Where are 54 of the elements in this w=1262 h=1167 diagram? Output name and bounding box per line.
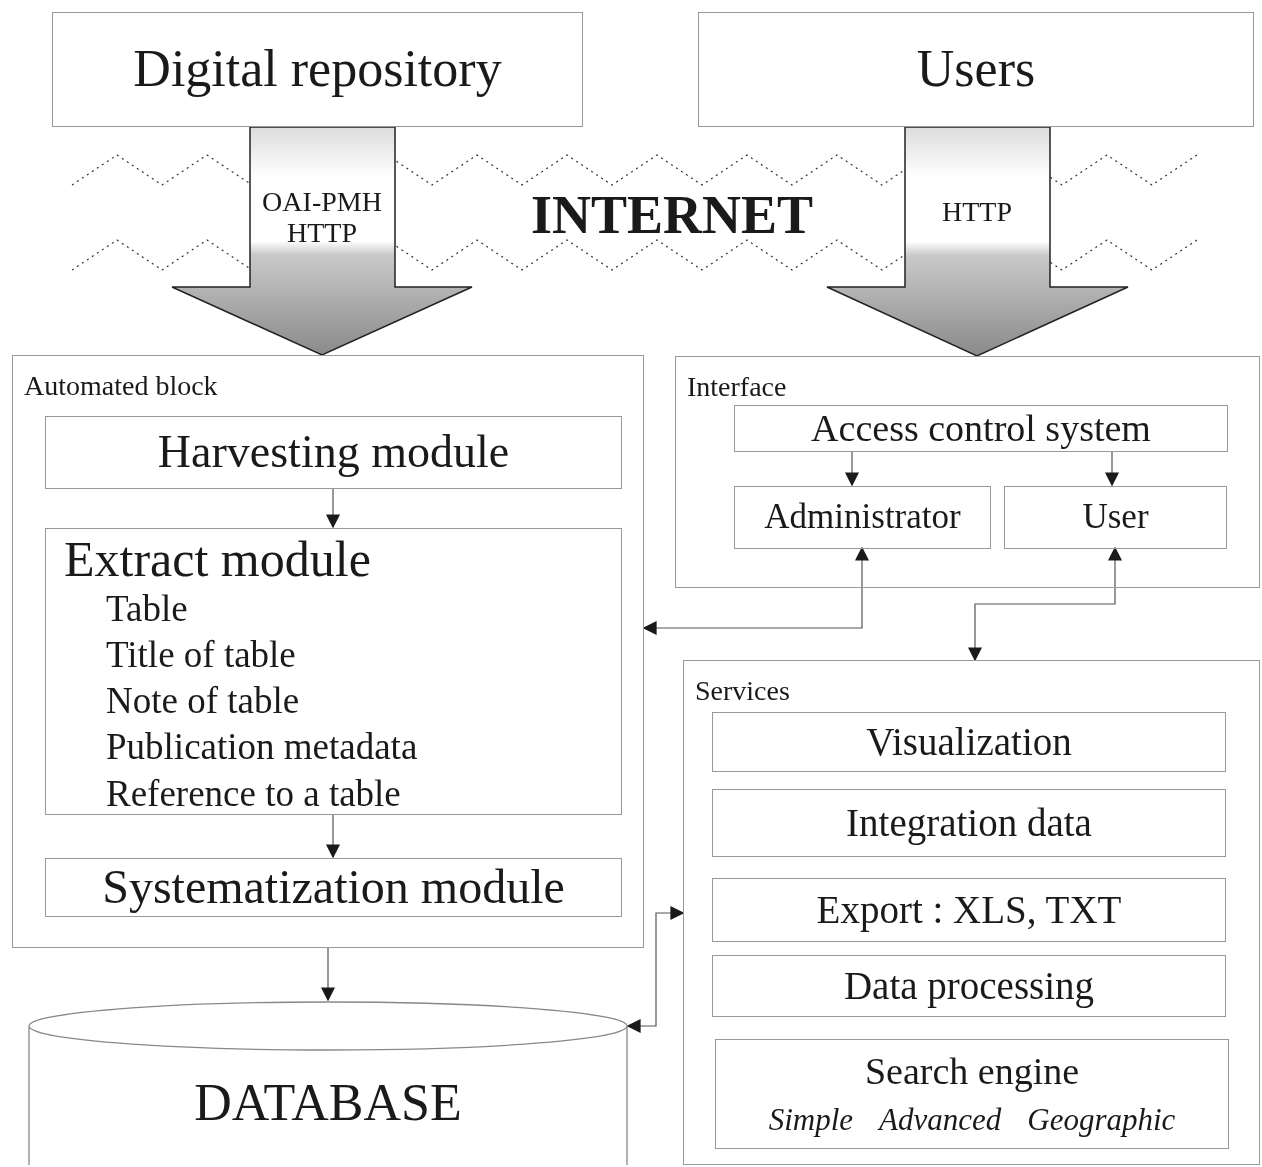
box-label: Administrator — [764, 499, 961, 536]
process-box — [45, 858, 622, 917]
process-box — [712, 878, 1226, 942]
panel-heading: Automated block — [24, 370, 218, 402]
block-arrow — [171, 126, 473, 356]
box-title: Search engine — [864, 1051, 1080, 1092]
list-item: Reference to a table — [106, 771, 401, 816]
arrow — [326, 813, 340, 859]
panel-heading: Interface — [687, 371, 787, 403]
arrow — [321, 947, 335, 1002]
edge-label: HTTP — [941, 196, 1013, 228]
option-label: Geographic — [1027, 1103, 1176, 1137]
arrow — [968, 546, 1122, 662]
arrow — [626, 906, 685, 1033]
process-box — [734, 486, 991, 549]
box-label: User — [1082, 499, 1149, 536]
group-panel — [683, 660, 1260, 1165]
arrow — [1105, 450, 1119, 487]
list-item: Note of table — [106, 679, 300, 723]
process-box — [712, 955, 1226, 1017]
arrow — [326, 487, 340, 529]
box-label: Harvesting module — [157, 428, 510, 477]
option-label: Simple — [768, 1103, 854, 1137]
group-panel — [12, 355, 644, 948]
list-item: Title of table — [106, 632, 296, 677]
process-box — [712, 789, 1226, 857]
process-box — [45, 528, 622, 815]
arrow — [845, 450, 859, 487]
box-label: Data processing — [843, 965, 1095, 1007]
process-box — [698, 12, 1254, 127]
box-label: Visualization — [866, 721, 1072, 763]
list-item: Publication metadata — [106, 725, 418, 770]
panel-heading: Services — [695, 675, 790, 707]
list-item: Table — [106, 586, 188, 631]
option-label: Advanced — [879, 1103, 1002, 1137]
node-label: DATABASE — [193, 1076, 463, 1131]
box-label: Export : XLS, TXT — [816, 889, 1122, 931]
process-box — [1004, 486, 1227, 549]
edge-label: OAI-PMH HTTP — [261, 187, 383, 249]
network-label: INTERNET — [530, 186, 814, 244]
process-box — [712, 712, 1226, 772]
group-panel — [675, 356, 1260, 588]
block-arrow — [826, 126, 1129, 357]
box-label: Systematization module — [102, 862, 565, 913]
box-label: Integration data — [846, 802, 1092, 844]
arrow — [642, 546, 869, 635]
process-box — [52, 12, 583, 127]
box-label: Access control system — [811, 408, 1151, 449]
process-box — [45, 416, 622, 489]
process-box — [715, 1039, 1229, 1149]
process-box — [734, 405, 1228, 452]
box-label: Digital repository — [133, 42, 502, 97]
box-title: Extract module — [64, 533, 371, 586]
box-label: Users — [916, 42, 1036, 97]
